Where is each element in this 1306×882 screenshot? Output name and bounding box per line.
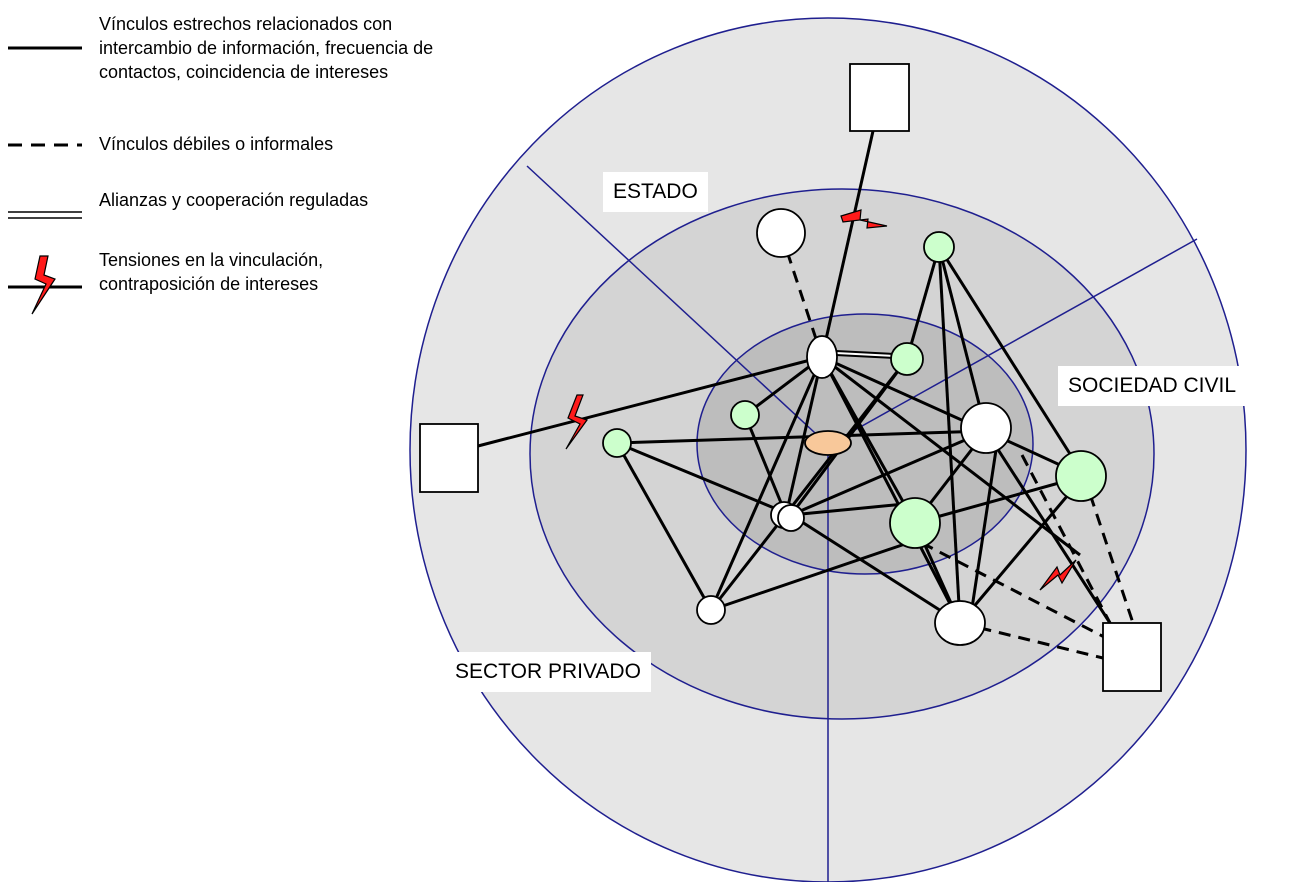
actor-node: [756, 208, 806, 258]
legend-strong-links: Vínculos estrechos relacionados con inte…: [99, 14, 434, 82]
strong-link: [743, 414, 788, 516]
strong-link: [937, 246, 962, 624]
actor-node: [777, 504, 805, 532]
weak-link: [1020, 454, 1112, 624]
legend-tensions: Tensiones en la vinculación, contraposic…: [99, 250, 324, 294]
strong-links: [477, 99, 1112, 625]
external-actor-estado: [849, 63, 910, 132]
strong-link: [710, 542, 906, 612]
actor-node: [696, 595, 726, 625]
legend-alliances: Alianzas y cooperación reguladas: [99, 190, 369, 210]
actor-node: [1055, 450, 1107, 502]
legend-symbols: [8, 46, 82, 315]
strong-link: [820, 356, 962, 624]
actor-node: [923, 231, 955, 263]
external-actor-privado: [419, 423, 479, 493]
core-node: [804, 430, 852, 456]
actor-node: [890, 342, 924, 376]
tension-markers: [565, 209, 1077, 591]
actor-node: [806, 335, 838, 379]
strong-link: [615, 442, 713, 611]
actor-node: [602, 428, 632, 458]
strong-link: [905, 246, 941, 360]
actor-node: [960, 402, 1012, 454]
strong-link: [970, 449, 998, 609]
strong-link: [790, 429, 987, 517]
actor-nodes: [419, 63, 1162, 692]
actor-node: [934, 600, 986, 646]
strong-link: [784, 356, 824, 516]
tension-icon: [31, 255, 56, 315]
strong-link: [616, 429, 987, 445]
strong-link: [984, 430, 1112, 624]
strong-link: [958, 475, 1086, 624]
sector-label-sociedad-civil: SOCIEDAD CIVIL: [1058, 366, 1247, 406]
actor-node: [889, 497, 941, 549]
external-actor-civil: [1102, 622, 1162, 692]
weak-link: [921, 541, 1111, 642]
actor-node: [730, 400, 760, 430]
strong-link: [937, 246, 988, 432]
sector-label-estado: ESTADO: [603, 172, 708, 212]
tension-icon: [840, 209, 888, 229]
divider-estado-privado: [526, 165, 829, 446]
strong-link: [477, 355, 823, 448]
legend-weak-links: Vínculos débiles o informales: [99, 134, 334, 154]
alliance-link: [835, 350, 896, 359]
tension-icon: [1039, 559, 1077, 591]
strong-link: [790, 501, 916, 517]
strong-link: [914, 474, 1085, 525]
tension-icon: [565, 394, 588, 450]
sector-label-sector-privado: SECTOR PRIVADO: [445, 652, 651, 692]
strong-link: [616, 441, 792, 517]
strong-link: [790, 513, 961, 625]
strong-link: [820, 99, 882, 358]
weak-link: [1082, 475, 1135, 624]
strong-link: [709, 356, 824, 611]
strong-link: [937, 246, 1086, 477]
strong-link: [821, 355, 987, 433]
